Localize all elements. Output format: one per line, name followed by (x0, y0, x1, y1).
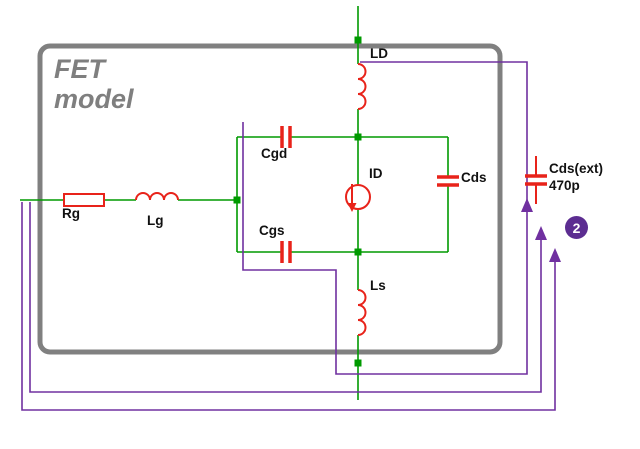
label-cgd: Cgd (261, 146, 288, 161)
purple-arrowheads (521, 198, 561, 262)
inductor-lg-symbol (135, 192, 179, 201)
capacitor-cgd-symbol (280, 126, 292, 148)
junction-nodes (233, 36, 362, 367)
up-arrow-icon (535, 226, 547, 240)
label-ls: Ls (370, 278, 386, 293)
inductor-ld-symbol (357, 63, 367, 110)
fet-model-box (37, 43, 503, 355)
inductor-ls-symbol (357, 289, 367, 336)
green-wires (20, 6, 449, 400)
current-direction-arrow-icon (347, 203, 357, 212)
fet-model-title-line2: model (54, 84, 134, 115)
up-arrow-icon (549, 248, 561, 262)
label-cds-ext-value: 470p (549, 178, 580, 193)
up-arrow-icon (521, 198, 533, 212)
label-rg: Rg (62, 206, 80, 221)
capacitor-cgs-symbol (280, 241, 292, 263)
label-cds: Cds (461, 170, 487, 185)
label-ld: LD (370, 46, 388, 61)
fet-model-title-line1: FET (54, 54, 105, 84)
label-lg: Lg (147, 213, 164, 228)
fet-model-title: FET model (54, 54, 134, 114)
label-cds-ext: Cds(ext) (549, 161, 604, 176)
capacitor-cds-symbol (437, 175, 459, 187)
capacitor-cds-ext-symbol (525, 156, 547, 204)
callout-badge: 2 (565, 216, 588, 239)
purple-feedback-wires (21, 61, 556, 411)
current-source-id-symbol (345, 184, 371, 212)
resistor-rg-symbol (63, 193, 105, 207)
label-cgs: Cgs (259, 223, 285, 238)
label-id: ID (369, 166, 383, 181)
callout-badge-number: 2 (572, 219, 581, 236)
